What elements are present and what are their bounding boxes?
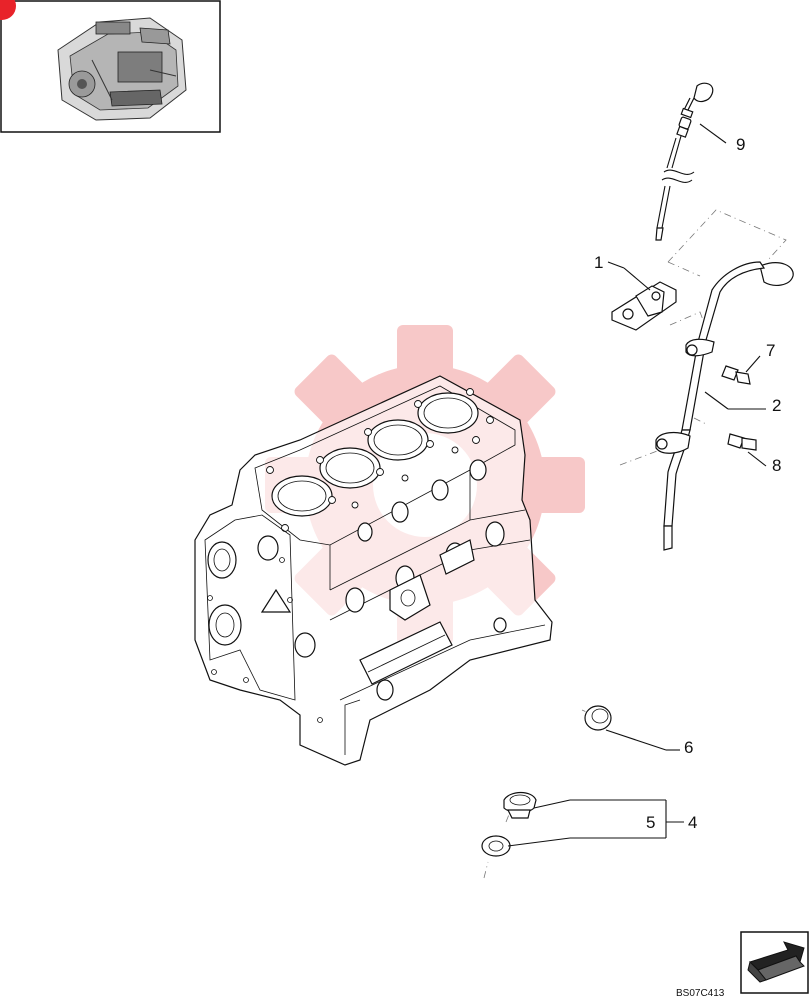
callout-2: 2 (772, 396, 781, 415)
part-6-plug[interactable]: 6 (584, 705, 693, 757)
callout-group-4-5: 5 4 (507, 799, 697, 847)
callout-7: 7 (766, 341, 775, 360)
engine-thumbnail[interactable] (0, 0, 221, 133)
callout-1: 1 (594, 253, 603, 272)
part-2-dipstick-tube[interactable]: 2 (655, 261, 794, 551)
callout-8: 8 (772, 456, 781, 475)
next-page-arrow-icon (747, 941, 805, 983)
callout-6: 6 (684, 738, 693, 757)
engine-block[interactable] (194, 375, 553, 766)
cylinder-bores (271, 392, 479, 517)
block-side-face (329, 459, 546, 755)
callout-4: 4 (688, 813, 697, 832)
dashed-guide-lines (483, 209, 787, 879)
thumbnail-marker (0, 0, 16, 20)
part-8-bolt[interactable]: 8 (727, 433, 781, 475)
head-bolt-holes (266, 388, 494, 532)
callout-5: 5 (646, 813, 655, 832)
block-front-face (204, 514, 323, 723)
drawing-code: BS07C413 (676, 988, 725, 999)
part-9-dipstick[interactable]: 9 (655, 82, 745, 241)
part-5-washer[interactable] (481, 835, 511, 857)
part-7-bolt[interactable]: 7 (721, 341, 775, 385)
part-5-drain-plug[interactable] (503, 791, 537, 819)
part-1-bracket[interactable]: 1 (594, 253, 677, 331)
engine-assembly-icon (57, 17, 187, 121)
callout-9: 9 (736, 135, 745, 154)
next-page-button[interactable] (740, 931, 809, 994)
